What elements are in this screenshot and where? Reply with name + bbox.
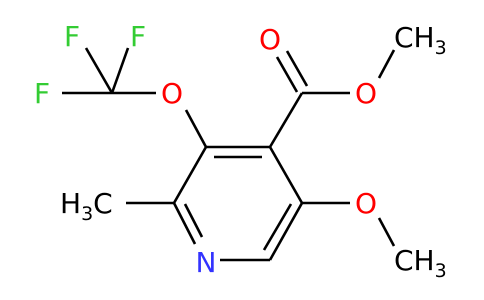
ch3-ester-main: CH — [394, 21, 435, 54]
atom-f-left: F — [34, 77, 50, 110]
bond-c-f-top-left — [84, 47, 114, 94]
atom-ch3-methyl: H3C — [60, 187, 113, 225]
bond-carbonyl-c-o-double — [285, 50, 309, 87]
bond-o-ester-ch3 — [377, 49, 396, 79]
atom-o-carbonyl: O — [259, 23, 281, 56]
atom-o-methoxy: O — [355, 187, 377, 220]
bond-c2-c3 — [172, 146, 208, 204]
bond-n-c2-double — [183, 203, 204, 238]
ch3-methyl-main: H — [60, 187, 81, 220]
atom-f-top-left: F — [64, 20, 80, 53]
bond-o-methoxy-ch3 — [377, 217, 396, 247]
atom-o-ester: O — [355, 77, 377, 110]
atom-o-ether: O — [161, 77, 183, 110]
bond-n-c2 — [172, 202, 197, 245]
bond-carbonyl-c-o — [275, 56, 299, 93]
bond-c4-c5 — [268, 146, 304, 204]
bond-c4-carbonyl-c — [268, 92, 304, 148]
bond-o-c3 — [184, 109, 208, 148]
atom-ch3-ester: CH3 — [394, 21, 447, 59]
ch3-methoxy-main: CH — [394, 244, 435, 277]
bond-c5-c6-double — [262, 203, 293, 251]
ch3-methoxy-sub: 3 — [435, 260, 447, 282]
ch3-methyl-sub: 3 — [81, 203, 93, 225]
atom-ch3-methoxy: CH3 — [394, 244, 447, 282]
atom-f-top-right: F — [130, 20, 146, 53]
bond-c5-c6 — [268, 202, 304, 261]
ch3-ester-sub: 3 — [435, 37, 447, 59]
bond-c-f-top-right — [110, 47, 130, 94]
ch3-methyl-tail: C — [93, 187, 113, 220]
atom-n-ring: N — [196, 246, 217, 279]
